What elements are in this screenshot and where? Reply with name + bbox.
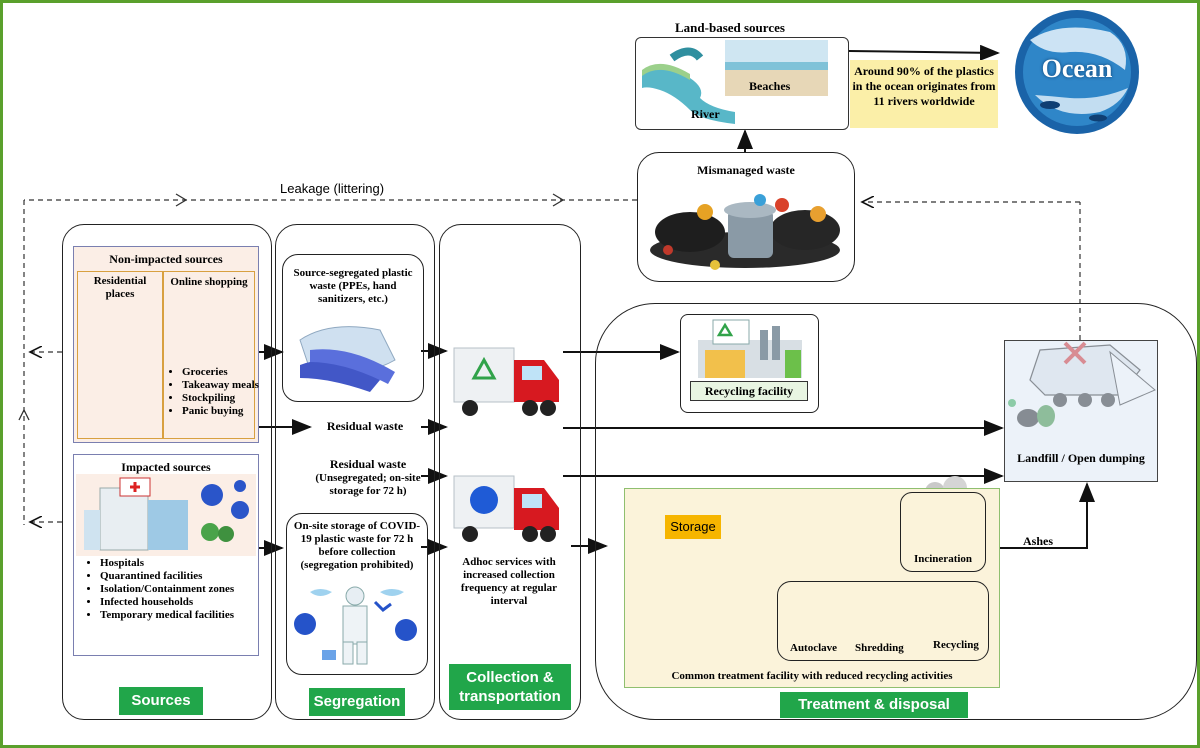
collection-label: Collection & transportation bbox=[449, 664, 571, 710]
sources-label: Sources bbox=[119, 687, 203, 715]
segregation-column bbox=[275, 224, 435, 720]
ppe-image bbox=[294, 586, 417, 665]
segregation-label: Segregation bbox=[309, 688, 405, 716]
source-segregated-label: Source-segregated plastic waste (PPEs, h… bbox=[293, 267, 413, 305]
arrow-ashes-to-landfill bbox=[985, 482, 1095, 549]
land-based-title: Land-based sources bbox=[675, 20, 785, 35]
list-item: Stockpiling bbox=[182, 392, 268, 405]
online-list: Groceries Takeaway meals Stockpiling Pan… bbox=[166, 366, 268, 418]
residual-waste-2: Residual waste (Unsegregated; on-site st… bbox=[300, 457, 436, 498]
beaches-label: Beaches bbox=[749, 79, 791, 93]
source-segregated-box: Source-segregated plastic waste (PPEs, h… bbox=[282, 254, 424, 402]
gloves-mask-image bbox=[299, 326, 396, 392]
truck-covid-image bbox=[453, 475, 559, 542]
mismanaged-label: Mismanaged waste bbox=[697, 163, 795, 177]
list-item: Panic buying bbox=[182, 405, 268, 418]
landfill-label: Landfill / Open dumping bbox=[1017, 451, 1145, 465]
land-based-box: Beaches River bbox=[635, 37, 849, 130]
mismanaged-waste-box: Mismanaged waste bbox=[637, 152, 855, 282]
list-item: Infected households bbox=[100, 596, 270, 609]
residual-waste-2-title: Residual waste bbox=[329, 457, 407, 471]
leakage-label: Leakage (littering) bbox=[280, 181, 385, 196]
list-item: Temporary medical facilities bbox=[100, 609, 270, 622]
recycling-label: Recycling bbox=[933, 639, 979, 651]
collection-column bbox=[439, 224, 581, 720]
impacted-list: Hospitals Quarantined facilities Isolati… bbox=[84, 557, 270, 622]
sources-column bbox=[62, 224, 272, 720]
online-panel: Online shopping Groceries Takeaway meals… bbox=[163, 271, 259, 439]
waste-pile-image bbox=[650, 194, 840, 270]
autoclave-label: Autoclave bbox=[790, 642, 838, 654]
treatment-steps-box: Autoclave Shredding Recycling bbox=[777, 581, 989, 661]
ocean-label: Ocean bbox=[1041, 54, 1113, 83]
adhoc-label: Adhoc services with increased collection… bbox=[460, 556, 558, 607]
truck-recycling-image bbox=[453, 347, 559, 416]
residential-label: Residential places bbox=[93, 275, 147, 300]
recycling-facility-image bbox=[698, 319, 802, 378]
ocean-fact-box: Around 90% of the plastics in the ocean … bbox=[850, 60, 998, 128]
leakage-chevrons bbox=[18, 193, 565, 421]
ocean-globe bbox=[1015, 10, 1139, 134]
list-item: Isolation/Containment zones bbox=[100, 583, 270, 596]
non-impacted-title: Non-impacted sources bbox=[109, 252, 223, 266]
shredding-label: Shredding bbox=[855, 642, 904, 654]
impacted-title: Impacted sources bbox=[121, 460, 211, 474]
landfill-box: Landfill / Open dumping bbox=[1004, 340, 1158, 482]
list-item: Quarantined facilities bbox=[100, 570, 270, 583]
incineration-label: Incineration bbox=[913, 553, 973, 565]
river-beach-image bbox=[642, 40, 828, 124]
incineration-box: Incineration bbox=[900, 492, 986, 572]
ashes-label: Ashes bbox=[1023, 534, 1054, 548]
common-facility-label: Common treatment facility with reduced r… bbox=[671, 670, 953, 682]
hospital-image bbox=[76, 474, 256, 556]
treatment-area bbox=[595, 303, 1197, 720]
recycling-facility-label: Recycling facility bbox=[690, 381, 808, 401]
residual-waste-2-detail: (Unsegregated; on-site storage for 72 h) bbox=[315, 472, 421, 497]
list-item: Groceries bbox=[182, 366, 268, 379]
storage-label: Storage bbox=[665, 515, 721, 539]
impacted-panel: Impacted sources Hospitals Quarantined f… bbox=[73, 454, 259, 656]
recycling-facility-box: Recycling facility bbox=[680, 314, 819, 413]
treatment-label: Treatment & disposal bbox=[780, 692, 968, 718]
leakage-dashed-path bbox=[23, 200, 1081, 525]
non-impacted-panel: Non-impacted sources Residential places … bbox=[73, 246, 259, 443]
online-label: Online shopping bbox=[170, 276, 248, 288]
residential-panel: Residential places bbox=[77, 271, 163, 439]
river-label: River bbox=[691, 107, 720, 121]
list-item: Takeaway meals bbox=[182, 379, 268, 392]
onsite-storage-label: On-site storage of COVID-19 plastic wast… bbox=[293, 520, 421, 571]
residual-waste-1: Residual waste bbox=[326, 419, 404, 433]
list-item: Hospitals bbox=[100, 557, 270, 570]
onsite-storage-box: On-site storage of COVID-19 plastic wast… bbox=[286, 513, 428, 675]
arrow-to-ocean bbox=[848, 44, 1000, 61]
common-facility-panel: Storage Incineration Autoclave Shredding… bbox=[624, 488, 1000, 688]
